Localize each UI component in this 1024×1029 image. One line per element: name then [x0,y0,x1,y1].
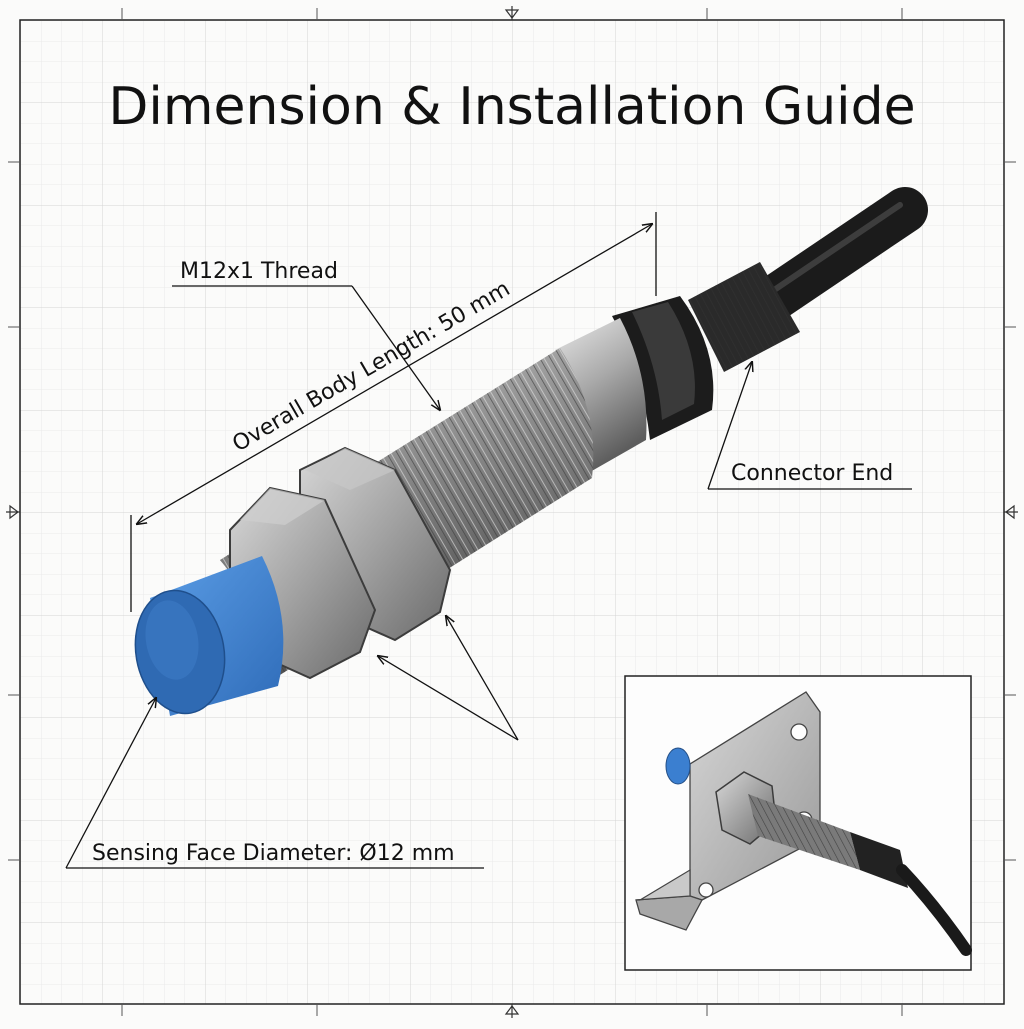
thread-label: M12x1 Thread [180,259,338,284]
leader-sensing-face [65,698,484,869]
mounting-hole [790,723,808,741]
dimension-line [137,224,652,524]
mounting-hole [698,882,714,898]
inset-sensing-face [665,747,691,785]
leader-connector [707,362,912,490]
inset-connector [850,832,908,888]
connector-label: Connector End [731,461,893,486]
frame-ticks [8,8,1016,1016]
leader-thread [172,285,440,410]
centering-marks [6,6,1018,1018]
dimension-body-length [130,212,657,612]
inset-cable [896,864,972,956]
page-title: Dimension & Installation Guide [108,77,915,137]
sensing-face-label: Sensing Face Diameter: Ø12 mm [92,841,455,866]
leader-nuts [378,616,519,741]
installation-inset [624,675,972,971]
